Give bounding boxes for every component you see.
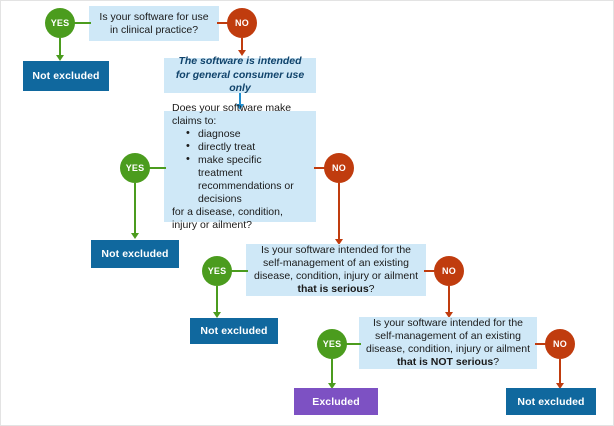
- statement-box-general-consumer-use: The software is intended for general con…: [164, 55, 316, 95]
- decision-no-2: NO: [324, 153, 354, 183]
- result-not-excluded-3: Not excluded: [190, 318, 278, 344]
- decision-yes-3-label: YES: [207, 266, 227, 276]
- connector-yes4-down: [331, 359, 333, 385]
- decision-yes-2-label: YES: [125, 163, 145, 173]
- decision-no-1-label: NO: [235, 18, 249, 28]
- q3-text-plain: Is your software intended for the self-m…: [253, 244, 418, 282]
- question-box-claims: Does your software make claims to: diagn…: [164, 102, 316, 231]
- connector-q2-yes: [148, 167, 166, 169]
- result-not-excluded-2: Not excluded: [91, 240, 179, 268]
- connector-q1-no: [217, 22, 235, 24]
- connector-q3-yes: [230, 270, 248, 272]
- connector-statement-down: [239, 93, 241, 106]
- arrow-no2-to-q3: [334, 239, 343, 245]
- arrow-no1-to-statement: [237, 50, 246, 56]
- q4-text-plain: Is your software intended for the self-m…: [366, 317, 531, 355]
- question-box-self-management-not-serious-text: Is your software intended for the self-m…: [366, 317, 530, 369]
- question-box-clinical-practice: Is your software for use in clinical pra…: [89, 6, 219, 41]
- connector-yes1-down: [59, 38, 61, 57]
- question-box-self-management-serious-text: Is your software intended for the self-m…: [253, 244, 419, 296]
- arrow-yes2-to-result2: [130, 233, 139, 239]
- decision-yes-2: YES: [120, 153, 150, 183]
- question-box-clinical-practice-text: Is your software for use in clinical pra…: [99, 10, 209, 36]
- connector-q4-yes: [343, 343, 361, 345]
- arrow-yes3-to-result3: [212, 312, 221, 318]
- arrow-no3-to-q4: [444, 312, 453, 318]
- decision-no-1: NO: [227, 8, 257, 38]
- arrow-statement-to-q2: [235, 104, 244, 110]
- connector-q2-no: [314, 167, 332, 169]
- connector-q4-no: [535, 343, 553, 345]
- claims-tail: for a disease, condition, injury or ailm…: [172, 205, 283, 231]
- claims-lead: Does your software make claims to:: [172, 101, 292, 127]
- decision-no-3-label: NO: [442, 266, 456, 276]
- connector-yes2-down: [134, 183, 136, 235]
- arrow-yes4-to-excluded: [327, 383, 336, 389]
- connector-yes3-down: [216, 286, 218, 314]
- claims-bullet-list: diagnose directly treat make specific tr…: [172, 127, 308, 206]
- decision-yes-4: YES: [317, 329, 347, 359]
- result-not-excluded-1-label: Not excluded: [32, 70, 100, 82]
- result-not-excluded-3-label: Not excluded: [200, 325, 268, 337]
- result-not-excluded-4: Not excluded: [506, 388, 596, 415]
- decision-no-3: NO: [434, 256, 464, 286]
- connector-no2-down: [338, 183, 340, 241]
- decision-yes-1: YES: [45, 8, 75, 38]
- question-box-self-management-serious: Is your software intended for the self-m…: [246, 244, 426, 296]
- connector-q1-yes: [73, 22, 91, 24]
- result-not-excluded-2-label: Not excluded: [101, 248, 169, 260]
- decision-yes-3: YES: [202, 256, 232, 286]
- decision-no-4: NO: [545, 329, 575, 359]
- claims-bullet-item: make specific treatment recommendations …: [186, 153, 308, 206]
- statement-box-text: The software is intended for general con…: [175, 55, 305, 95]
- q3-text-end: ?: [368, 283, 375, 295]
- result-not-excluded-1: Not excluded: [23, 61, 109, 91]
- connector-q3-no: [424, 270, 442, 272]
- decision-yes-4-label: YES: [322, 339, 342, 349]
- q3-text-bold: that is serious: [297, 283, 369, 295]
- decision-no-4-label: NO: [553, 339, 567, 349]
- result-excluded-label: Excluded: [312, 395, 360, 408]
- claims-bullet-item: directly treat: [186, 140, 308, 154]
- connector-no3-down: [448, 286, 450, 314]
- result-not-excluded-4-label: Not excluded: [517, 395, 585, 408]
- question-box-self-management-not-serious: Is your software intended for the self-m…: [359, 317, 537, 369]
- connector-no1-down: [241, 38, 243, 52]
- decision-yes-1-label: YES: [50, 18, 70, 28]
- arrow-yes1-to-result1: [55, 55, 64, 61]
- decision-no-2-label: NO: [332, 163, 346, 173]
- question-box-claims-content: Does your software make claims to: diagn…: [172, 102, 308, 232]
- q4-text-end: ?: [493, 356, 500, 368]
- connector-no4-down: [559, 359, 561, 385]
- arrow-no4-to-result5: [555, 383, 564, 389]
- result-excluded: Excluded: [294, 388, 378, 415]
- claims-bullet-item: diagnose: [186, 127, 308, 141]
- q4-text-bold: that is NOT serious: [396, 356, 494, 368]
